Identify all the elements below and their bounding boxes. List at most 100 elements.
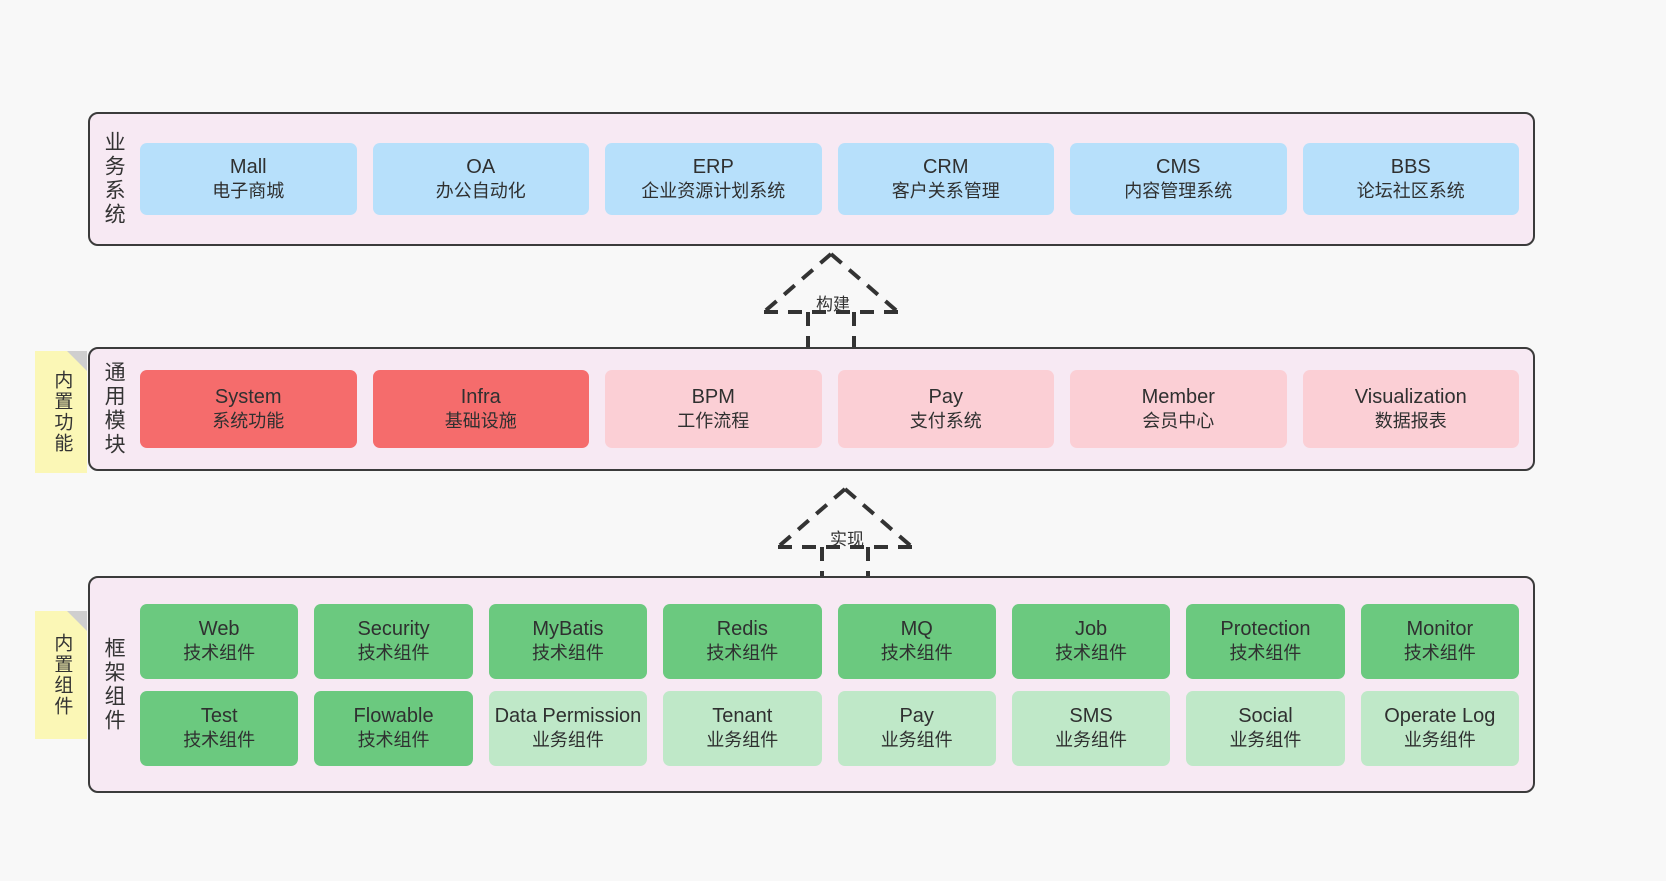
module-card-title: Member <box>1141 385 1215 408</box>
module-card-bpm[interactable]: BPM 工作流程 <box>605 370 822 448</box>
module-card-subtitle: 客户关系管理 <box>891 181 1000 202</box>
module-card-title: Flowable <box>353 704 434 727</box>
layer-row: Mall 电子商城 OA 办公自动化 ERP 企业资源计划系统 CRM 客户关系… <box>140 143 1519 215</box>
module-card-subtitle: 技术组件 <box>183 643 256 664</box>
module-card-system[interactable]: System 系统功能 <box>140 370 357 448</box>
module-card-security[interactable]: Security 技术组件 <box>314 603 473 679</box>
note-fold-corner-icon <box>67 351 87 371</box>
module-card-title: Data Permission <box>494 704 642 727</box>
sticky-note-label: 内置组件 <box>51 633 73 717</box>
module-card-title: Protection <box>1220 617 1311 640</box>
module-card-subtitle: 内容管理系统 <box>1124 181 1233 202</box>
module-card-tenant[interactable]: Tenant 业务组件 <box>663 690 822 766</box>
module-card-erp[interactable]: ERP 企业资源计划系统 <box>605 143 822 215</box>
module-card-title: Tenant <box>712 704 773 727</box>
module-card-subtitle: 业务组件 <box>706 730 779 751</box>
module-card-crm[interactable]: CRM 客户关系管理 <box>837 143 1054 215</box>
module-card-oa[interactable]: OA 办公自动化 <box>372 143 589 215</box>
module-card-subtitle: 工作流程 <box>677 411 750 432</box>
module-card-title: Pay <box>899 704 934 727</box>
module-card-subtitle: 技术组件 <box>183 730 256 751</box>
layer-row: System 系统功能 Infra 基础设施 BPM 工作流程 Pay 支付系统… <box>140 370 1519 448</box>
module-card-title: SMS <box>1069 704 1113 727</box>
module-card-title: CMS <box>1156 155 1201 178</box>
module-card-title: Visualization <box>1354 385 1467 408</box>
module-card-subtitle: 技术组件 <box>1403 643 1476 664</box>
module-card-subtitle: 技术组件 <box>1055 643 1128 664</box>
module-card-title: Social <box>1238 704 1293 727</box>
module-card-subtitle: 电子商城 <box>212 181 285 202</box>
module-card-title: Web <box>198 617 240 640</box>
arrow-label-implement: 实现 <box>830 530 864 549</box>
module-card-subtitle: 支付系统 <box>909 411 982 432</box>
module-card-subtitle: 论坛社区系统 <box>1356 181 1465 202</box>
module-card-member[interactable]: Member 会员中心 <box>1070 370 1287 448</box>
module-card-mybatis[interactable]: MyBatis 技术组件 <box>488 603 648 679</box>
module-card-title: MQ <box>900 617 933 640</box>
module-card-social[interactable]: Social 业务组件 <box>1186 690 1345 766</box>
module-card-title: Monitor <box>1406 617 1474 640</box>
module-card-job[interactable]: Job 技术组件 <box>1011 603 1171 679</box>
module-card-title: Security <box>357 617 430 640</box>
relationship-arrow-implement: 实现 <box>770 487 920 583</box>
sticky-note-label: 内置功能 <box>51 370 73 454</box>
module-card-subtitle: 业务组件 <box>531 730 604 751</box>
module-card-subtitle: 企业资源计划系统 <box>641 181 786 202</box>
module-card-subtitle: 办公自动化 <box>435 181 526 202</box>
layer-row: Web 技术组件 Security 技术组件 MyBatis 技术组件 Redi… <box>140 603 1519 679</box>
module-card-title: Redis <box>716 617 768 640</box>
module-card-title: MyBatis <box>532 617 604 640</box>
module-card-subtitle: 业务组件 <box>1055 730 1128 751</box>
module-card-title: Pay <box>928 385 963 408</box>
module-card-title: Infra <box>460 385 501 408</box>
module-card-subtitle: 系统功能 <box>212 411 285 432</box>
sticky-note-builtin-function: 内置功能 <box>35 351 87 473</box>
module-card-title: Mall <box>229 155 267 178</box>
module-card-subtitle: 技术组件 <box>706 643 779 664</box>
module-card-bbs[interactable]: BBS 论坛社区系统 <box>1302 143 1519 215</box>
module-card-visualization[interactable]: Visualization 数据报表 <box>1302 370 1519 448</box>
module-card-subtitle: 业务组件 <box>1229 730 1302 751</box>
module-card-subtitle: 数据报表 <box>1374 411 1447 432</box>
layer-body-business-systems: Mall 电子商城 OA 办公自动化 ERP 企业资源计划系统 CRM 客户关系… <box>136 114 1533 244</box>
layer-title-common-modules: 通用模块 <box>102 361 126 457</box>
arrow-label-build: 构建 <box>816 295 850 314</box>
module-card-subtitle: 业务组件 <box>880 730 953 751</box>
module-card-title: ERP <box>692 155 734 178</box>
layer-business-systems: 业务系统 Mall 电子商城 OA 办公自动化 ERP 企业资源计划系统 CRM… <box>88 112 1535 246</box>
module-card-pay-biz[interactable]: Pay 业务组件 <box>837 690 996 766</box>
module-card-title: OA <box>466 155 496 178</box>
module-card-title: Test <box>200 704 238 727</box>
module-card-protection[interactable]: Protection 技术组件 <box>1186 603 1345 679</box>
module-card-title: BPM <box>691 385 735 408</box>
module-card-test[interactable]: Test 技术组件 <box>140 690 299 766</box>
module-card-data-permission[interactable]: Data Permission 业务组件 <box>488 690 648 766</box>
module-card-mq[interactable]: MQ 技术组件 <box>837 603 996 679</box>
module-card-redis[interactable]: Redis 技术组件 <box>663 603 822 679</box>
dashed-generalization-arrow-icon <box>762 252 900 348</box>
module-card-subtitle: 基础设施 <box>444 411 517 432</box>
relationship-arrow-build: 构建 <box>756 252 906 348</box>
module-card-subtitle: 业务组件 <box>1403 730 1476 751</box>
module-card-flowable[interactable]: Flowable 技术组件 <box>314 690 473 766</box>
module-card-subtitle: 技术组件 <box>531 643 604 664</box>
module-card-operate-log[interactable]: Operate Log 业务组件 <box>1360 690 1519 766</box>
module-card-title: CRM <box>922 155 969 178</box>
module-card-pay[interactable]: Pay 支付系统 <box>837 370 1054 448</box>
module-card-mall[interactable]: Mall 电子商城 <box>140 143 357 215</box>
layer-title-framework-components: 框架组件 <box>102 636 126 733</box>
module-card-cms[interactable]: CMS 内容管理系统 <box>1070 143 1287 215</box>
sticky-note-builtin-component: 内置组件 <box>35 611 87 739</box>
module-card-title: Operate Log <box>1384 704 1496 727</box>
module-card-sms[interactable]: SMS 业务组件 <box>1011 690 1171 766</box>
module-card-infra[interactable]: Infra 基础设施 <box>372 370 589 448</box>
layer-body-framework-components: Web 技术组件 Security 技术组件 MyBatis 技术组件 Redi… <box>136 578 1533 791</box>
module-card-monitor[interactable]: Monitor 技术组件 <box>1360 603 1519 679</box>
module-card-subtitle: 技术组件 <box>1229 643 1302 664</box>
module-card-subtitle: 技术组件 <box>357 730 430 751</box>
module-card-web[interactable]: Web 技术组件 <box>140 603 299 679</box>
note-fold-corner-icon <box>67 611 87 631</box>
layer-common-modules: 通用模块 System 系统功能 Infra 基础设施 BPM 工作流程 Pay… <box>88 347 1535 471</box>
module-card-subtitle: 技术组件 <box>357 643 430 664</box>
